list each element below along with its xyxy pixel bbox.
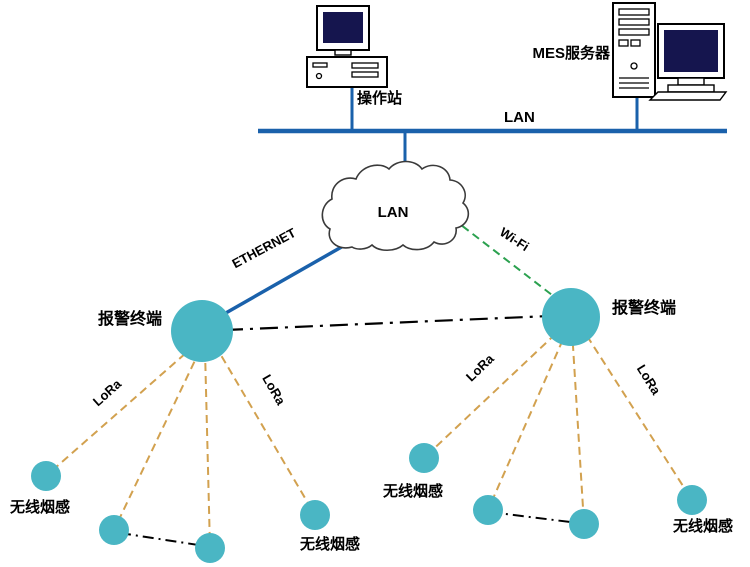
- mes-server-screen: [664, 30, 718, 72]
- operator-station-screen: [323, 12, 363, 43]
- smoke-sensor-right-2: [473, 495, 503, 525]
- lora-label-left-inner: LoRa: [259, 372, 289, 408]
- alarm-terminal-right-label: 报警终端: [612, 298, 676, 317]
- alarm-terminal-left: [171, 300, 233, 362]
- alarm-terminal-left-label: 报警终端: [98, 309, 162, 328]
- smoke-sensor-label-right-first: 无线烟感: [382, 482, 443, 500]
- lan-bus-label: LAN: [504, 109, 535, 126]
- smoke-sensor-left-4: [300, 500, 330, 530]
- smoke-sensor-right-1: [409, 443, 439, 473]
- wifi-label: Wi-Fi: [497, 224, 532, 254]
- smoke-sensor-label-left-last: 无线烟感: [299, 535, 360, 553]
- alarm-terminal-right: [542, 288, 600, 346]
- lora-line-left-1: [45, 344, 196, 477]
- smoke-sensor-left-3: [195, 533, 225, 563]
- lora-label-right-inner: LoRa: [463, 351, 497, 385]
- lora-label-right-outer: LoRa: [634, 362, 664, 398]
- lora-line-right-4: [579, 324, 693, 501]
- lora-line-right-1: [423, 324, 566, 459]
- smoke-sensor-label-left-first: 无线烟感: [9, 498, 70, 516]
- ethernet-line: [209, 239, 353, 324]
- operator-station-label: 操作站: [357, 89, 402, 107]
- wifi-line: [451, 217, 566, 306]
- smoke-sensor-left-2: [99, 515, 129, 545]
- smoke-sensor-label-right-last: 无线烟感: [672, 517, 733, 535]
- lora-line-left-4: [214, 344, 316, 516]
- operator-station-icon: [306, 5, 388, 88]
- lora-label-left-outer: LoRa: [90, 376, 125, 409]
- mes-server-icon: [612, 2, 728, 101]
- lora-line-left-3: [204, 349, 211, 549]
- smoke-sensor-right-4: [677, 485, 707, 515]
- sensor-link-line-right: [489, 511, 579, 524]
- lan-cloud: [321, 160, 470, 252]
- sensor-link-line-left: [119, 532, 206, 547]
- lora-line-right-2: [487, 327, 569, 511]
- mes-server-label: MES服务器: [532, 44, 611, 62]
- lan-cloud-label: LAN: [378, 204, 409, 221]
- smoke-sensor-right-3: [569, 509, 599, 539]
- ethernet-label: ETHERNET: [229, 225, 298, 271]
- lora-line-left-2: [113, 349, 201, 531]
- smoke-sensor-left-1: [31, 461, 61, 491]
- lora-line-right-3: [571, 329, 585, 525]
- terminal-link-line: [224, 314, 551, 332]
